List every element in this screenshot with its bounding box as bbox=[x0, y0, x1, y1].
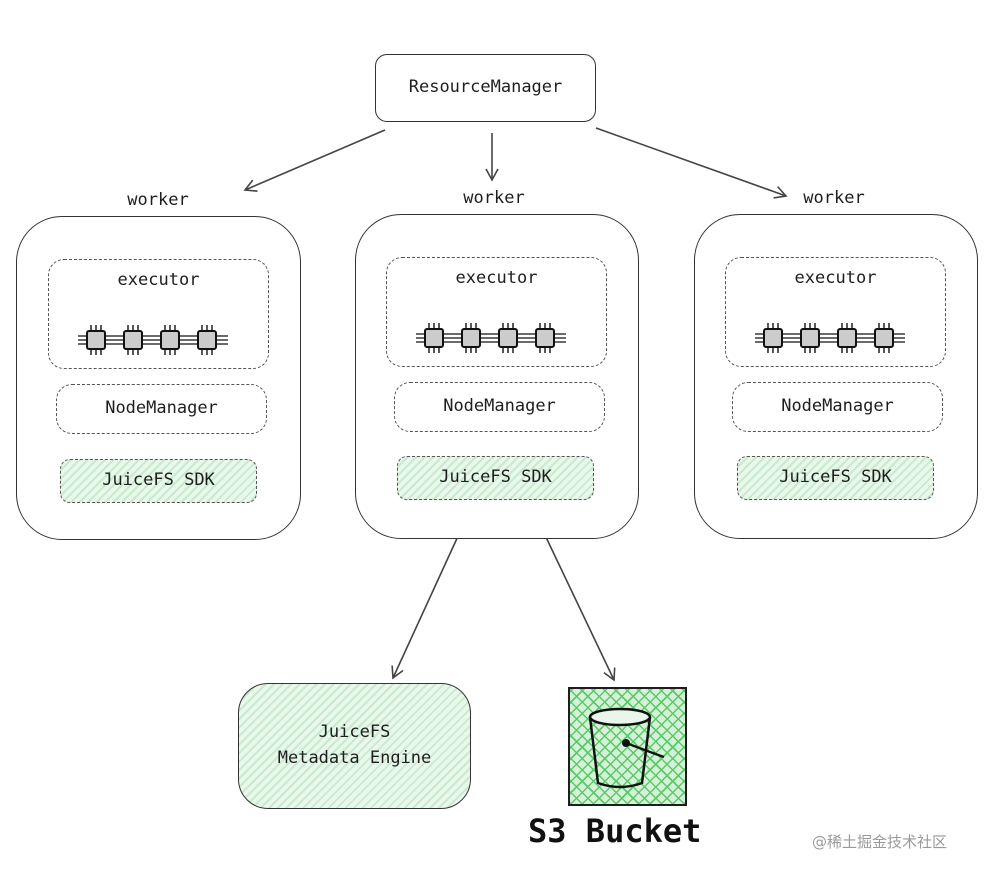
watermark: @稀土掘金技术社区 bbox=[812, 833, 948, 851]
cpu-chips-icon bbox=[78, 325, 228, 355]
metadata-engine-line1: JuiceFS bbox=[318, 722, 391, 742]
juicefs-sdk-label: JuiceFS SDK bbox=[439, 467, 552, 487]
juicefs-sdk-box bbox=[737, 456, 934, 500]
node-manager-box bbox=[394, 382, 605, 432]
metadata-engine-box bbox=[238, 683, 471, 809]
executor-label: executor bbox=[455, 268, 538, 288]
executor-box bbox=[386, 257, 607, 367]
juicefs-sdk-box bbox=[60, 459, 257, 503]
resource-manager-label: ResourceManager bbox=[408, 77, 563, 97]
node-manager-box bbox=[732, 382, 943, 432]
executor-label: executor bbox=[117, 270, 200, 290]
worker-title: worker bbox=[127, 190, 189, 210]
cpu-chips-icon bbox=[416, 323, 566, 353]
s3-bucket-label: S3 Bucket bbox=[528, 812, 702, 850]
node-manager-label: NodeManager bbox=[443, 396, 556, 416]
bucket-icon bbox=[588, 707, 665, 789]
worker-title: worker bbox=[463, 188, 525, 208]
node-manager-label: NodeManager bbox=[105, 398, 218, 418]
executor-box bbox=[48, 259, 269, 369]
worker-title: worker bbox=[803, 188, 865, 208]
node-manager-box bbox=[56, 384, 267, 434]
executor-label: executor bbox=[794, 268, 877, 288]
executor-box bbox=[725, 257, 946, 367]
arrow-rm-to-worker-3 bbox=[595, 127, 788, 199]
arrow-rm-to-worker-1 bbox=[243, 129, 386, 192]
resource-manager-box bbox=[375, 54, 596, 122]
juicefs-sdk-label: JuiceFS SDK bbox=[779, 467, 892, 487]
cpu-chips-icon bbox=[755, 323, 905, 353]
node-manager-label: NodeManager bbox=[781, 396, 894, 416]
metadata-engine-line2: Metadata Engine bbox=[277, 748, 432, 768]
juicefs-sdk-box bbox=[397, 456, 594, 500]
juicefs-sdk-label: JuiceFS SDK bbox=[102, 470, 215, 490]
arrow-sdk-to-s3 bbox=[533, 511, 616, 682]
